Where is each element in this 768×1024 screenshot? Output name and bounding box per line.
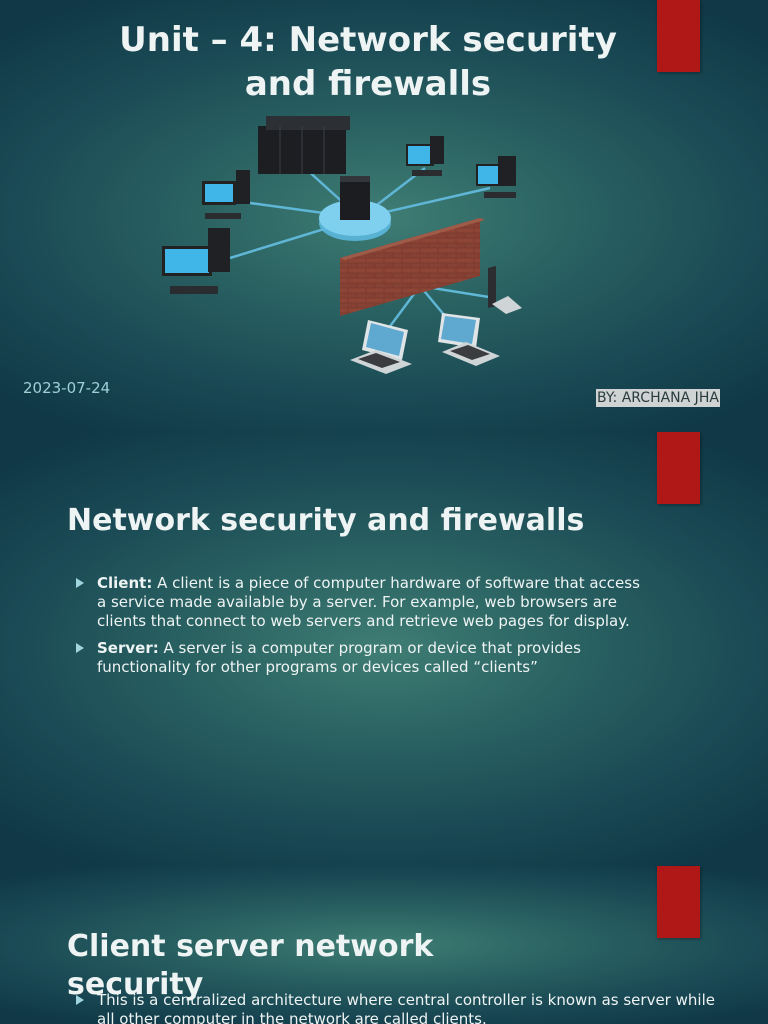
slide-definitions: Network security and firewalls Client: A… — [0, 432, 768, 865]
slide-client-server: Client server network security This is a… — [0, 865, 768, 1024]
list-item: Server: A server is a computer program o… — [76, 639, 646, 677]
bullet-arrow-icon — [76, 995, 84, 1005]
bullet-arrow-icon — [76, 578, 84, 588]
slide-heading: Network security and firewalls — [67, 503, 585, 538]
network-hub-icon — [319, 176, 391, 241]
term-definition: A server is a computer program or device… — [97, 639, 581, 676]
desktop-computer-icon — [406, 136, 444, 176]
laptop-icon — [438, 313, 500, 366]
bullet-list: Client: A client is a piece of computer … — [76, 574, 646, 685]
brick-firewall-icon — [340, 218, 485, 316]
accent-tab — [657, 866, 700, 938]
laptop-icon — [350, 320, 412, 374]
server-rack-icon — [258, 116, 350, 174]
term-definition: A client is a piece of computer hardware… — [97, 574, 640, 630]
bullet-list: This is a centralized architecture where… — [76, 991, 726, 1024]
presentation-date: 2023-07-24 — [23, 379, 111, 397]
desktop-computer-icon — [202, 170, 250, 219]
network-firewall-illustration — [162, 116, 522, 374]
list-item: This is a centralized architecture where… — [76, 991, 726, 1024]
slide-title-text: Unit – 4: Network security and firewalls — [119, 20, 617, 104]
term-label: Client: — [97, 574, 153, 592]
list-item: Client: A client is a piece of computer … — [76, 574, 646, 631]
laptop-icon — [488, 266, 522, 314]
term-label: Server: — [97, 639, 159, 657]
bullet-text: This is a centralized architecture where… — [97, 991, 715, 1024]
desktop-computer-icon — [162, 228, 230, 294]
author-byline: BY: ARCHANA JHA — [596, 389, 720, 407]
desktop-computer-icon — [476, 156, 516, 198]
slide-title: Unit – 4: Network security and firewalls — [0, 0, 768, 432]
accent-tab — [657, 432, 700, 504]
slide-heading: Client server network security — [67, 929, 434, 1002]
bullet-arrow-icon — [76, 643, 84, 653]
accent-tab — [657, 0, 700, 72]
